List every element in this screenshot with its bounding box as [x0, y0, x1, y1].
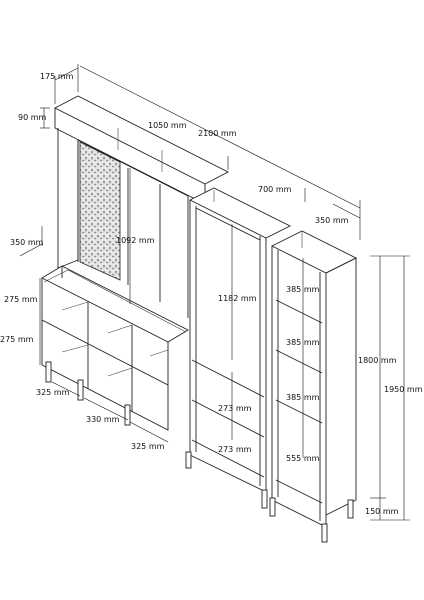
label-leg-height: 150 mm	[365, 507, 399, 516]
label-top-height: 90 mm	[18, 113, 47, 122]
label-total-width: 2100 mm	[198, 129, 237, 138]
left-unit	[41, 95, 229, 431]
label-cube-width-1: 325 mm	[36, 388, 70, 397]
label-right-bottom: 555 mm	[286, 454, 320, 463]
middle-unit	[185, 187, 292, 509]
label-cube-width-2: 330 mm	[86, 415, 120, 424]
label-middle-lower-2: 273 mm	[218, 445, 252, 454]
label-right-shelf-2: 385 mm	[286, 338, 320, 347]
decorative-panel	[79, 141, 121, 281]
label-middle-upper-height: 1182 mm	[218, 294, 257, 303]
label-cube-width-3: 325 mm	[131, 442, 165, 451]
label-top-depth: 175 mm	[40, 72, 74, 81]
label-right-shelf-3: 385 mm	[286, 393, 320, 402]
right-unit	[269, 230, 358, 543]
label-right-height: 1800 mm	[358, 356, 397, 365]
label-overall-height: 1950 mm	[384, 385, 423, 394]
label-left-width: 1050 mm	[148, 121, 187, 130]
label-middle-lower-1: 273 mm	[218, 404, 252, 413]
label-cube-height-2: 275 mm	[0, 335, 34, 344]
label-right-shelf-1: 385 mm	[286, 285, 320, 294]
dimension-labels: 175 mm 90 mm 1050 mm 2100 mm 700 mm 350 …	[0, 72, 423, 516]
label-left-depth: 350 mm	[10, 238, 44, 247]
label-upper-left-height: 1092 mm	[116, 236, 155, 245]
dimension-lines	[19, 64, 410, 521]
label-right-depth: 350 mm	[315, 216, 349, 225]
label-cube-height-1: 275 mm	[4, 295, 38, 304]
label-middle-width: 700 mm	[258, 185, 292, 194]
